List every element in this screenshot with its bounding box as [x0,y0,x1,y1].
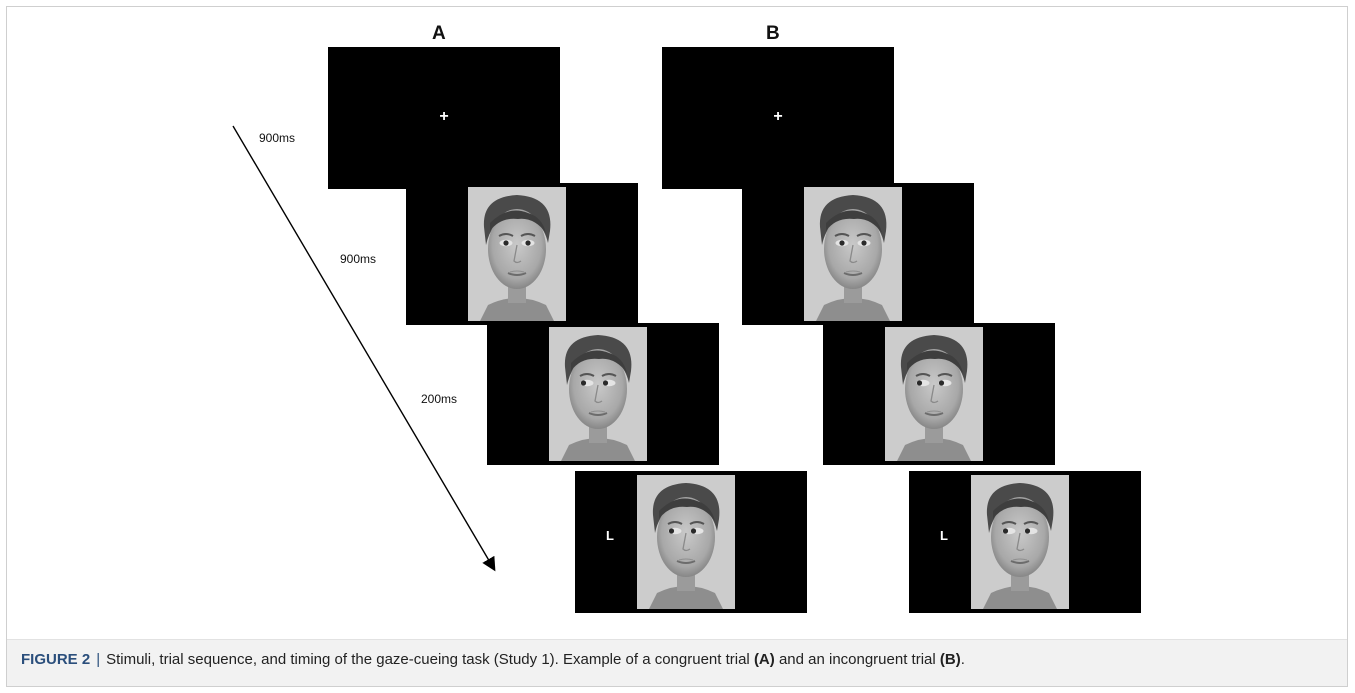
face-image [637,475,735,609]
figure-label: FIGURE 2 [21,651,91,668]
screen-b-target: L [909,471,1141,613]
caption-separator: | [96,651,101,668]
screen-a-fixation: + [328,47,560,189]
caption-text-end: . [960,651,965,668]
panel-ref-a: (A) [753,651,775,668]
screen-b-face-direct [742,183,974,325]
screen-a-target: L [575,471,807,613]
panel-label-a: A [432,23,446,44]
figure-frame: 900ms 900ms 200ms A + [6,6,1348,687]
face-image [468,187,566,321]
fixation-cross: + [773,108,783,126]
face-image [971,475,1069,609]
face-image [885,327,983,461]
screen-b-fixation: + [662,47,894,189]
face-image [804,187,902,321]
caption-text: Stimuli, trial sequence, and timing of t… [106,651,750,668]
timing-label-gaze: 200ms [421,392,458,406]
screen-a-face-direct [406,183,638,325]
caption-text-mid: and an incongruent trial [778,651,936,668]
fixation-cross: + [439,108,449,126]
screen-b-face-gaze [823,323,1055,465]
timing-label-fixation: 900ms [259,131,296,145]
target-letter: L [940,528,948,543]
panel-label-b: B [766,23,780,44]
panel-ref-b: (B) [939,651,961,668]
timing-label-face: 900ms [340,252,377,266]
screen-a-face-gaze [487,323,719,465]
figure-caption: FIGURE 2 | Stimuli, trial sequence, and ti… [21,651,965,668]
caption-bar: FIGURE 2 | Stimuli, trial sequence, and ti… [7,639,1347,686]
face-image [549,327,647,461]
target-letter: L [606,528,614,543]
timeline-arrow [232,125,496,572]
